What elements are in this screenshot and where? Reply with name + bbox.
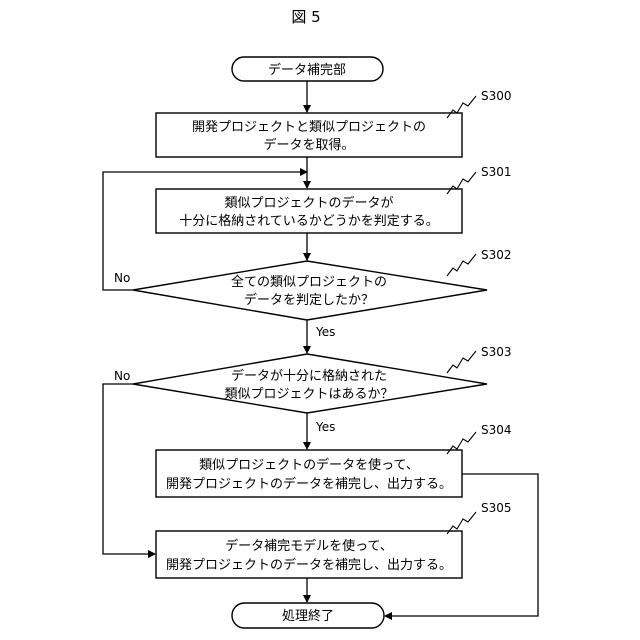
figure-title: 図 5 — [291, 8, 320, 26]
s303-line-2: 類似プロジェクトはあるか？ — [224, 387, 393, 402]
step-label-s303: S303 — [481, 345, 512, 359]
s302-line-1: 全ての類似プロジェクトの — [231, 274, 387, 290]
decision-s303: データが十分に格納された 類似プロジェクトはあるか？ — [133, 354, 487, 413]
s302-yes-label: Yes — [315, 325, 335, 339]
step-label-s302: S302 — [481, 248, 512, 262]
process-s300: 開発プロジェクトと類似プロジェクトの データを取得。 — [156, 113, 462, 157]
process-s304: 類似プロジェクトのデータを使って、 開発プロジェクトのデータを補完し、出力する。 — [156, 450, 462, 497]
step-label-s305: S305 — [481, 501, 512, 515]
decision-s302: 全ての類似プロジェクトの データを判定したか？ — [133, 261, 487, 320]
start-terminal: データ補完部 — [232, 57, 383, 81]
s302-leader — [447, 254, 476, 276]
s303-yes-label: Yes — [315, 420, 335, 434]
process-s301: 類似プロジェクトのデータが 十分に格納されているかどうかを判定する。 — [156, 189, 462, 233]
end-terminal: 処理終了 — [232, 603, 384, 628]
step-label-s301: S301 — [481, 165, 512, 179]
s302-line-2: データを判定したか？ — [244, 292, 374, 308]
end-label: 処理終了 — [282, 608, 334, 624]
s303-line-1: データが十分に格納された — [231, 368, 387, 384]
connector-s303-no-s305 — [103, 384, 155, 554]
process-s305: データ補完モデルを使って、 開発プロジェクトのデータを補完し、出力する。 — [156, 531, 462, 578]
s303-leader — [447, 351, 476, 373]
s304-line-1: 類似プロジェクトのデータを使って、 — [199, 457, 419, 473]
s304-line-2: 開発プロジェクトのデータを補完し、出力する。 — [166, 476, 452, 492]
s305-line-2: 開発プロジェクトのデータを補完し、出力する。 — [166, 557, 452, 573]
start-label: データ補完部 — [268, 62, 346, 78]
step-label-s300: S300 — [481, 89, 512, 103]
s305-line-1: データ補完モデルを使って、 — [225, 538, 393, 554]
s300-line-2: データを取得。 — [263, 137, 354, 153]
s300-line-1: 開発プロジェクトと類似プロジェクトの — [192, 120, 426, 135]
s301-line-2: 十分に格納されているかどうかを判定する。 — [179, 213, 439, 229]
s302-no-label: No — [114, 271, 130, 285]
s301-line-1: 類似プロジェクトのデータが — [224, 195, 393, 211]
step-label-s304: S304 — [481, 423, 512, 437]
s303-no-label: No — [114, 369, 130, 383]
